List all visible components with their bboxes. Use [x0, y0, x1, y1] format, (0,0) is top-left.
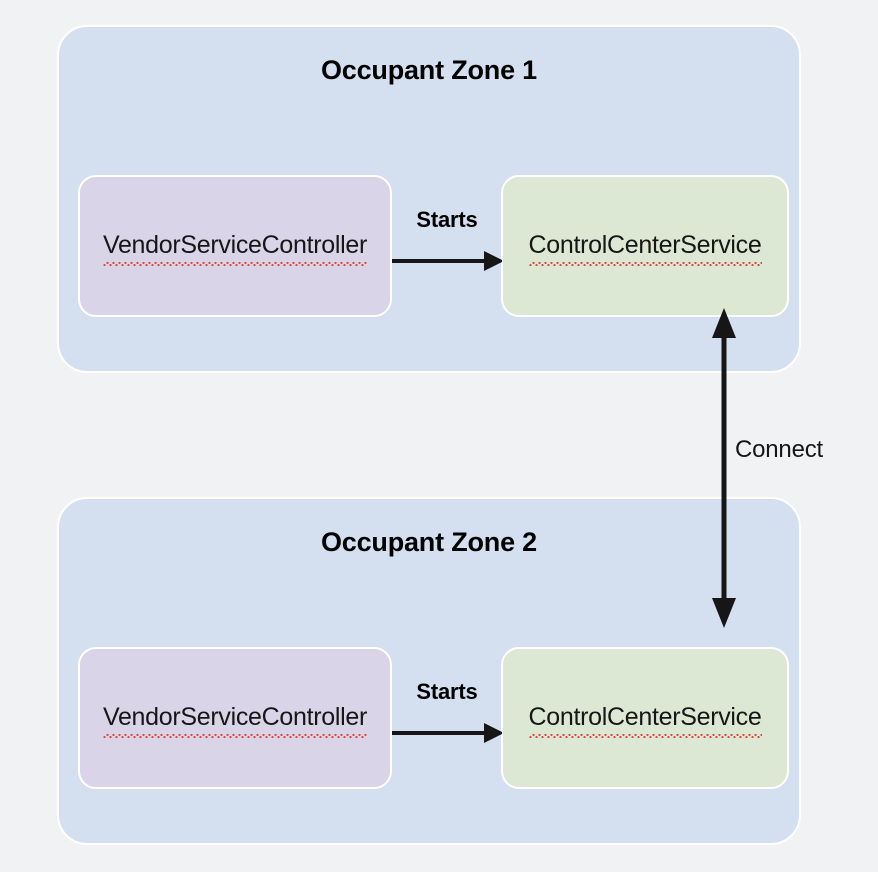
zone-1-starts-edge-label: Starts [416, 207, 478, 232]
connect-edge-label: Connect [735, 436, 823, 463]
connect-bidirectional-arrow-icon [712, 308, 736, 628]
zone-1-vendor-service-controller-node[interactable]: VendorServiceController [78, 175, 392, 317]
zone-2-control-center-service-label: ControlCenterService [528, 703, 762, 738]
zone-1-title: Occupant Zone 1 [320, 55, 538, 85]
zone-1-control-center-service-node[interactable]: ControlCenterService [501, 175, 789, 317]
zone-1-vendor-service-controller-label: VendorServiceController [102, 231, 367, 266]
zone-2-title: Occupant Zone 2 [320, 527, 538, 557]
zone-2-starts-edge-label: Starts [416, 679, 478, 704]
zone-2-vendor-service-controller-label: VendorServiceController [102, 703, 367, 738]
zone-1-starts-edge: Starts [392, 207, 502, 287]
zone-2-vendor-service-controller-node[interactable]: VendorServiceController [78, 647, 392, 789]
occupant-zone-1-container: Occupant Zone 1 VendorServiceController … [57, 25, 801, 373]
occupant-zone-2-container: Occupant Zone 2 VendorServiceController … [57, 497, 801, 845]
zone-2-starts-arrow-icon [392, 723, 502, 743]
zone-1-starts-arrow-icon [392, 251, 502, 271]
zone-1-control-center-service-label: ControlCenterService [528, 231, 762, 266]
zone-2-control-center-service-node[interactable]: ControlCenterService [501, 647, 789, 789]
zone-2-starts-edge: Starts [392, 679, 502, 759]
